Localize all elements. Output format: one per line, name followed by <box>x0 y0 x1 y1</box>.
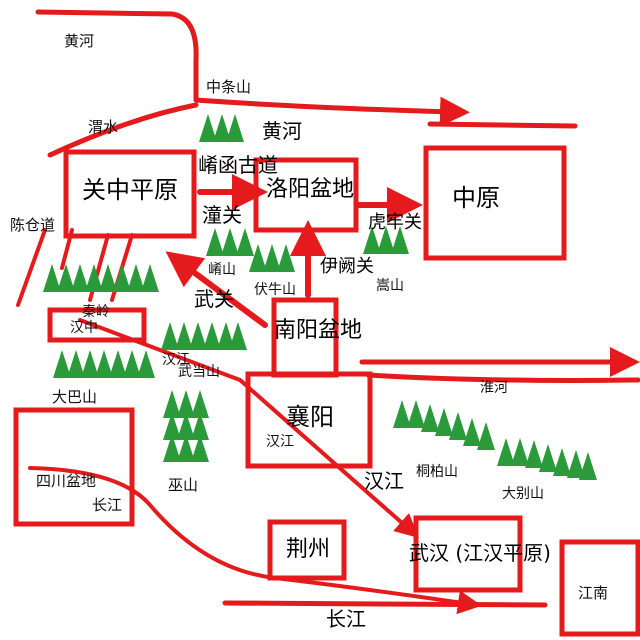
sichuan-box <box>13 407 135 527</box>
mountain-funiu <box>249 244 295 272</box>
mountain-wudang <box>161 322 247 350</box>
jiangnan-label: 江南 <box>578 584 608 602</box>
wuguan-route <box>165 251 268 328</box>
wuhan-label: 武汉 (江汉平原) <box>409 541 551 565</box>
jiangnan-box <box>559 539 640 637</box>
xiangyang-label: 襄阳 <box>286 403 334 431</box>
guanzhong-box <box>63 149 197 239</box>
changjiang-sichuan-label: 长江 <box>92 496 122 514</box>
xiangyang-box <box>245 371 373 469</box>
weishui-line <box>47 102 199 158</box>
wudang-label: 武当山 <box>178 364 220 380</box>
changjiang-bottom-line <box>222 600 548 608</box>
mountain-dabie <box>497 438 597 480</box>
hanjiang-qinling-label: 汉江 <box>162 352 190 368</box>
hanzhong-box <box>47 307 147 343</box>
jingzhou-label: 荆州 <box>286 537 330 562</box>
zhongyuan-label: 中原 <box>452 184 500 212</box>
huanghe-top-label: 黄河 <box>64 32 94 50</box>
zhongtiao-label: 中条山 <box>206 78 251 96</box>
huaihe-lower-line <box>365 372 640 383</box>
nanyang-label: 南阳盆地 <box>274 318 362 343</box>
jingzhou-box <box>267 519 347 581</box>
wuguan-label: 武关 <box>194 287 234 311</box>
mountain-wushan <box>163 390 209 462</box>
huanghe-mid-label: 黄河 <box>262 119 302 143</box>
huanghe-upper-line <box>35 9 199 103</box>
xiaoshan-label: 崤山 <box>208 262 236 278</box>
weishui-label: 渭水 <box>88 118 118 136</box>
hanjiang-xiangyang-label: 汉江 <box>266 434 294 450</box>
xiaohan-label: 崤函古道 <box>198 153 278 177</box>
tongguan-label: 潼关 <box>202 203 242 227</box>
mountain-dabashan <box>53 350 155 378</box>
zhongyuan-box <box>423 145 567 261</box>
dabashan-label: 大巴山 <box>52 388 97 406</box>
huaihe-label: 淮河 <box>480 380 508 396</box>
changjiang-line <box>28 466 482 615</box>
sichuan-label: 四川盆地 <box>36 472 96 490</box>
guanzhong-label: 关中平原 <box>82 176 178 204</box>
hanjiang-lower-label: 汉江 <box>364 469 404 493</box>
mountain-tongbai <box>393 400 495 450</box>
dabie-label: 大别山 <box>502 486 544 502</box>
wushan-label: 巫山 <box>168 476 198 494</box>
chencang-road-1 <box>16 228 47 307</box>
tongbai-label: 桐柏山 <box>416 464 458 480</box>
luoyang-label: 洛阳盆地 <box>266 177 354 202</box>
mountain-zhongtiao <box>199 114 244 142</box>
huanghe-arrow-tail <box>427 121 578 129</box>
luoyang-box <box>253 157 359 233</box>
mountain-xiaoshan <box>206 228 254 256</box>
wuhan-box <box>413 515 523 593</box>
songshan-label: 嵩山 <box>376 278 404 294</box>
changjiang-bottom-label: 长江 <box>326 607 366 631</box>
huanghe-main-line <box>193 96 470 127</box>
hanzhong-label: 汉中 <box>70 320 98 336</box>
yique-label: 伊阙关 <box>320 256 374 277</box>
funiu-label: 伏牛山 <box>254 282 296 298</box>
chencang-label: 陈仓道 <box>10 216 55 234</box>
hulao-label: 虎牢关 <box>368 212 422 233</box>
qinling-label: 秦岭 <box>82 304 110 320</box>
